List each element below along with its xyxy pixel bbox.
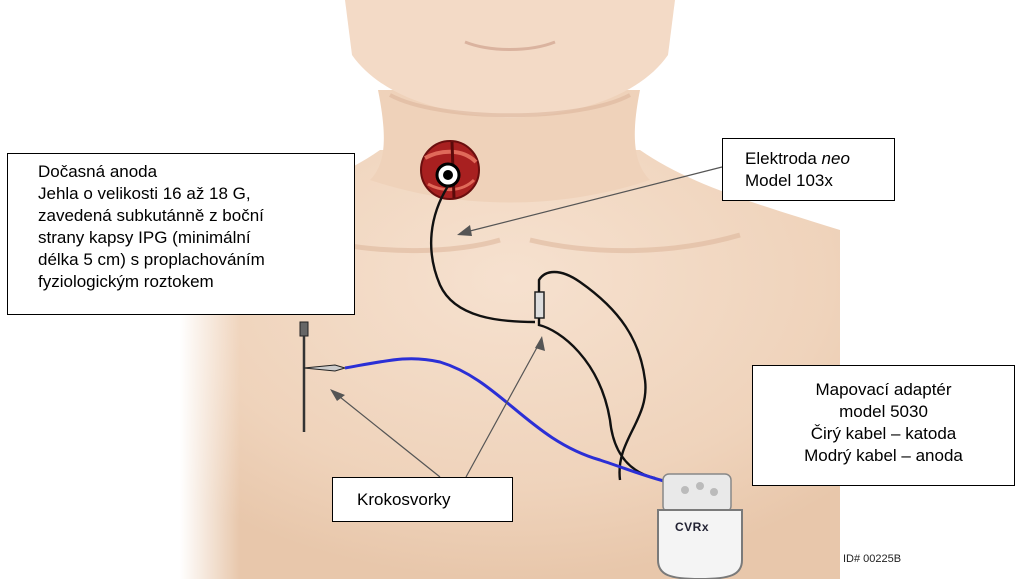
image-id-label: ID# 00225B: [843, 553, 901, 565]
electrode-callout: Elektroda neo Model 103x: [722, 138, 895, 201]
anode-line: zavedená subkutánně z boční: [38, 205, 344, 227]
adapter-line: Mapovací adaptér: [753, 379, 1014, 401]
cvrx-logo: CVRx: [675, 520, 709, 534]
adapter-line: Čirý kabel – katoda: [753, 423, 1014, 445]
clips-label: Krokosvorky: [357, 490, 451, 509]
anode-line: Jehla o velikosti 16 až 18 G,: [38, 183, 344, 205]
anode-line: fyziologickým roztokem: [38, 271, 344, 293]
anode-callout: Dočasná anoda Jehla o velikosti 16 až 18…: [7, 153, 355, 315]
anode-line: strany kapsy IPG (minimální: [38, 227, 344, 249]
carotid-inset: [421, 141, 479, 199]
adapter-line: Modrý kabel – anoda: [753, 445, 1014, 467]
adapter-callout: Mapovací adaptér model 5030 Čirý kabel –…: [752, 365, 1015, 486]
clips-callout: Krokosvorky: [332, 477, 513, 522]
adapter-line: model 5030: [753, 401, 1014, 423]
electrode-model: Model 103x: [745, 170, 894, 192]
anode-line: Dočasná anoda: [38, 161, 344, 183]
electrode-label: Elektroda: [745, 149, 822, 168]
anode-line: délka 5 cm) s proplachováním: [38, 249, 344, 271]
electrode-label-italic: neo: [822, 149, 850, 168]
